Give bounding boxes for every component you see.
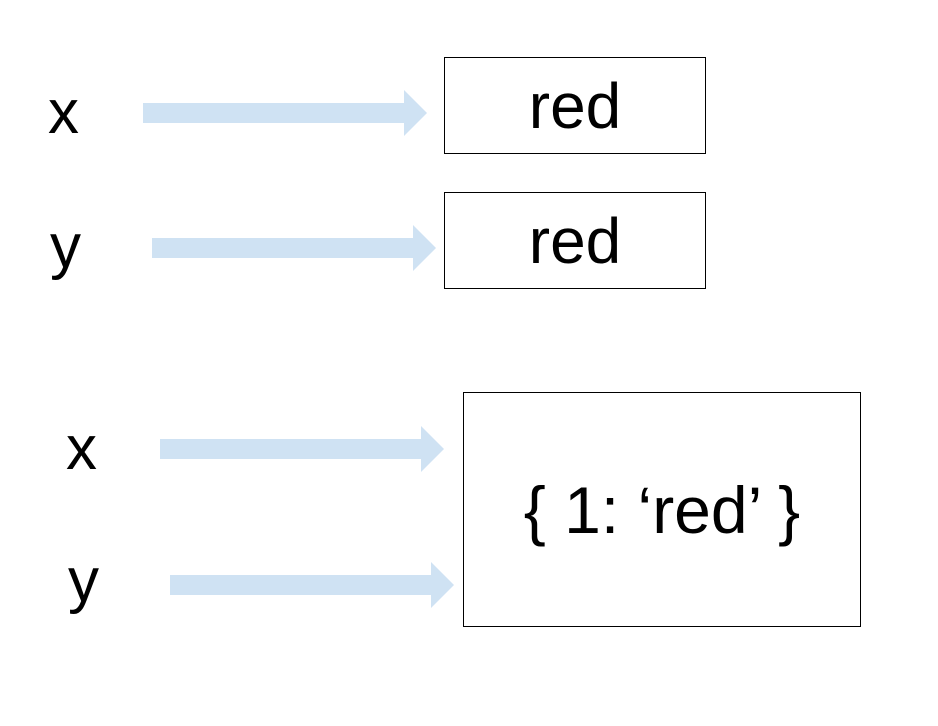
top-x-arrow [143, 90, 427, 136]
top-x-value-box: red [444, 57, 706, 154]
top-y-value-box: red [444, 192, 706, 289]
bottom-y-arrow [170, 562, 454, 608]
top-y-arrow [152, 225, 436, 271]
top-x-value-text: red [528, 69, 622, 142]
top-y-label: y [50, 212, 81, 281]
bottom-x-arrow [160, 426, 444, 472]
bottom-y-label: y [68, 546, 99, 615]
shared-dict-text: { 1: ‘red’ } [523, 472, 801, 547]
top-x-label: x [48, 78, 79, 147]
shared-dict-box: { 1: ‘red’ } [463, 392, 861, 627]
bottom-x-label: x [66, 414, 97, 483]
top-y-value-text: red [528, 204, 622, 277]
